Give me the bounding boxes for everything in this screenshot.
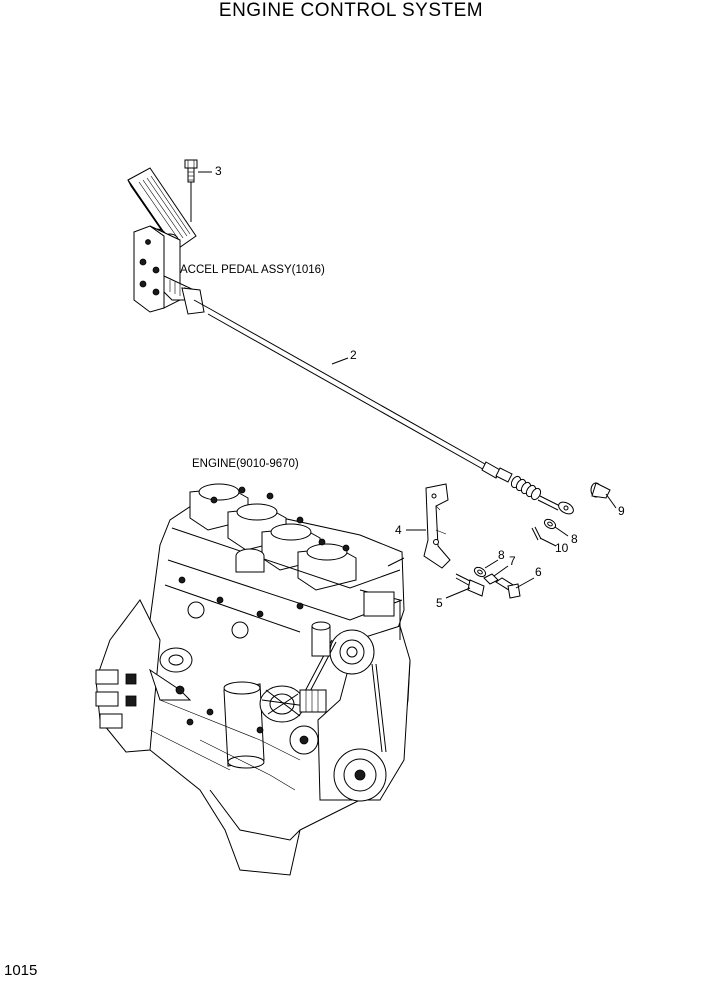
washer-part-8-right [543,518,569,537]
page-number: 1015 [4,962,38,979]
bolt-part-3 [184,159,212,222]
diagram-title: ENGINE CONTROL SYSTEM [218,0,484,21]
bolt-part-5 [445,573,485,599]
callout-8-right: 8 [571,532,578,546]
callout-5: 5 [436,596,443,610]
callout-2: 2 [350,348,357,362]
engine-assembly [95,483,411,876]
control-cable-part-2 [207,309,574,515]
cotter-pin-part-10 [531,526,557,547]
callout-10: 10 [555,541,569,555]
accel-pedal-label: ACCEL PEDAL ASSY(1016) [180,264,325,276]
engine-label: ENGINE(9010-9670) [192,458,299,470]
callout-4: 4 [395,523,402,537]
bracket-part-4 [406,483,451,569]
accel-pedal-assembly [127,167,213,315]
callout-9: 9 [618,504,625,518]
callout-7: 7 [509,554,516,568]
callout-8-left: 8 [498,548,505,562]
bolt-part-6 [495,577,535,599]
washer-part-8-left [473,559,499,578]
clevis-pin-part-9 [590,482,617,509]
nut-part-7 [483,565,509,585]
callout-6: 6 [535,565,542,579]
callout-3: 3 [215,164,222,178]
